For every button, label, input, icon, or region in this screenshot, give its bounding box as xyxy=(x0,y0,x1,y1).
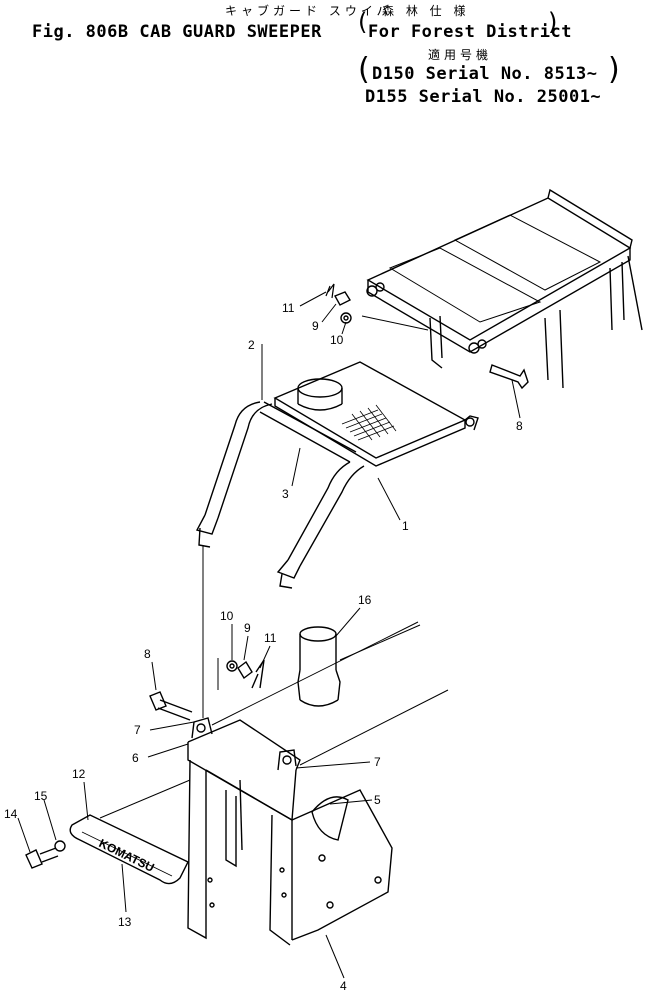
serial-d150: D150 Serial No. 8513~ xyxy=(372,64,598,84)
part-4: 4 xyxy=(340,979,347,991)
part-11-upper: 11 xyxy=(282,301,295,315)
part-10-upper: 10 xyxy=(330,333,344,347)
part-labels: 1 2 3 4 5 6 7 7 8 8 9 9 10 10 11 11 12 1… xyxy=(4,301,523,991)
part-14: 14 xyxy=(4,807,18,821)
japanese-title: キャブガード スウイパ xyxy=(225,4,393,18)
lower-bracket xyxy=(187,621,449,946)
cab-guard-frame xyxy=(195,361,479,589)
paren-open-2: ( xyxy=(358,52,370,87)
part-15: 15 xyxy=(34,789,48,803)
japanese-forest-spec: 森 林 仕 様 xyxy=(382,4,470,18)
part-7-right: 7 xyxy=(374,755,381,769)
pipe-sleeve xyxy=(297,624,421,707)
figure-title: Fig. 806B CAB GUARD SWEEPER xyxy=(32,22,322,42)
part-3: 3 xyxy=(282,487,289,501)
nameplate-assembly: KOMATSU xyxy=(25,779,191,885)
figure-header: キャブガード スウイパ 森 林 仕 様 Fig. 806B CAB GUARD … xyxy=(0,0,671,110)
part-1: 1 xyxy=(402,519,409,533)
part-16: 16 xyxy=(358,593,372,607)
part-2: 2 xyxy=(248,338,255,352)
cab-roof xyxy=(366,188,643,389)
paren-close-2: ) xyxy=(608,52,620,87)
part-9-upper: 9 xyxy=(312,319,319,333)
mesh-screen xyxy=(341,404,397,441)
paren-close: ) xyxy=(548,8,558,36)
upper-fasteners xyxy=(325,283,529,390)
part-6: 6 xyxy=(132,751,139,765)
forest-district-label: For Forest District xyxy=(368,22,572,42)
part-5: 5 xyxy=(374,793,381,807)
part-8-upper: 8 xyxy=(516,419,523,433)
part-10-lower: 10 xyxy=(220,609,234,623)
part-7-left: 7 xyxy=(134,723,141,737)
part-12: 12 xyxy=(72,767,86,781)
serial-d155: D155 Serial No. 25001~ xyxy=(365,87,602,107)
part-9-lower: 9 xyxy=(244,621,251,635)
lower-fasteners xyxy=(149,658,265,721)
part-8-lower: 8 xyxy=(144,647,151,661)
paren-open: ( xyxy=(358,8,368,36)
japanese-applicable: 適用号機 xyxy=(428,48,493,62)
part-13: 13 xyxy=(118,915,132,929)
callout-leaders xyxy=(17,291,521,979)
part-11-lower: 11 xyxy=(264,631,277,645)
